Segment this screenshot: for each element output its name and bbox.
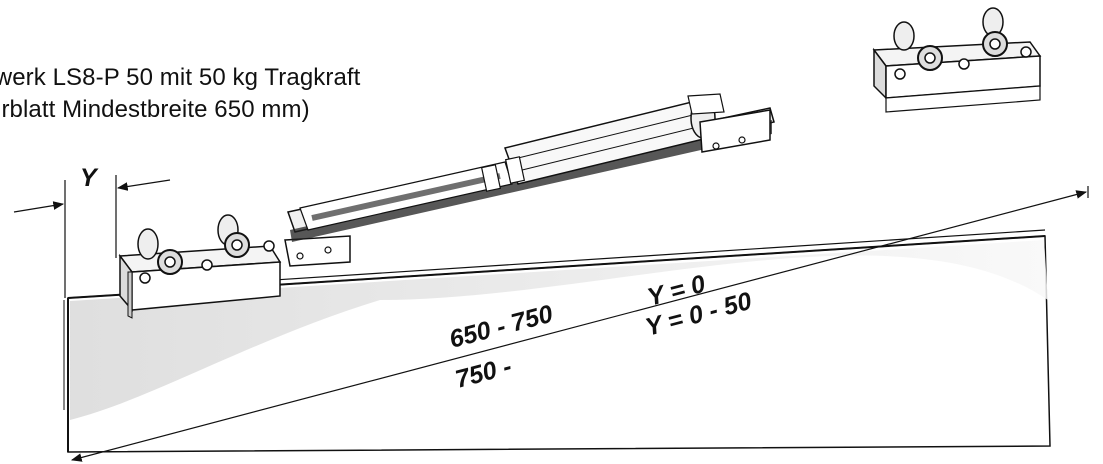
screw-hole-icon [139, 272, 151, 284]
screw-hole-icon [1020, 46, 1032, 58]
caption-line-2: ürblatt Mindestbreite 650 mm) [0, 96, 310, 123]
caption-line-1: fwerk LS8-P 50 mit 50 kg Tragkraft [0, 64, 361, 91]
soft-close-damper [287, 93, 775, 242]
y-dimension-label: Y [80, 164, 99, 192]
screw-hole-icon [958, 58, 970, 70]
screw-hole-icon [894, 68, 906, 80]
screw-hole-icon [201, 259, 213, 271]
right-roller-carriage [872, 7, 1042, 113]
screw-hole-icon [263, 240, 275, 252]
